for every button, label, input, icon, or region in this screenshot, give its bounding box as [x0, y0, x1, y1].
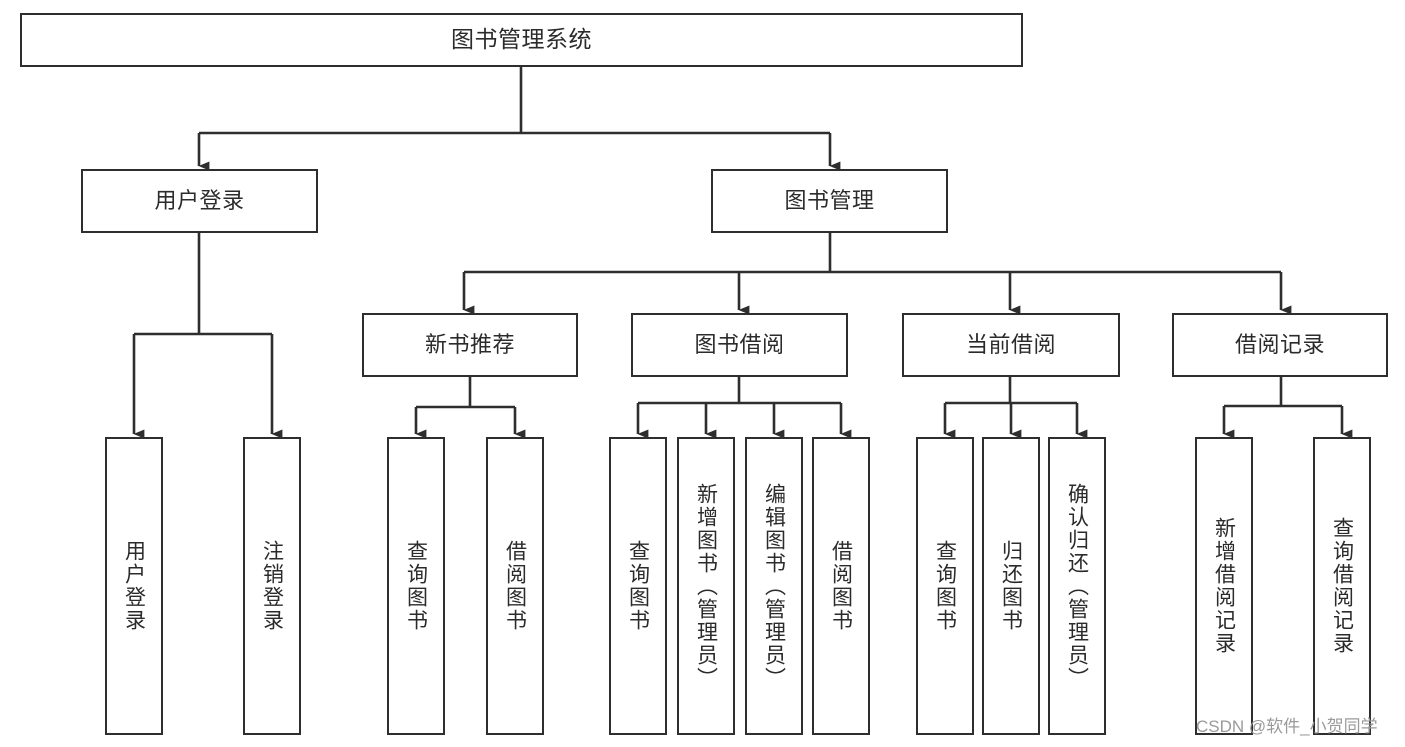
node-current-borrow[interactable]: 当前借阅: [902, 313, 1120, 377]
node-book-borrow[interactable]: 图书借阅: [631, 313, 848, 377]
node-label: 借阅图书: [829, 540, 853, 632]
node-label: 查询图书: [626, 540, 650, 632]
node-borrow-record[interactable]: 借阅记录: [1172, 313, 1388, 377]
node-logout[interactable]: 注销登录: [243, 437, 301, 735]
node-book-management[interactable]: 图书管理: [711, 169, 948, 233]
node-label: 查询借阅记录: [1330, 517, 1354, 655]
node-query-borrow-record[interactable]: 查询借阅记录: [1313, 437, 1371, 735]
node-label: 借阅记录: [1234, 332, 1325, 358]
node-borrow-book[interactable]: 借阅图书: [486, 437, 544, 735]
node-label: 当前借阅: [965, 332, 1056, 358]
connectors: [132, 67, 1353, 439]
node-query-book[interactable]: 查询图书: [609, 437, 667, 735]
node-user-login[interactable]: 用户登录: [81, 169, 318, 233]
node-label: 图书管理系统: [451, 26, 592, 53]
node-label: 图书借阅: [694, 332, 785, 358]
node-label: 图书管理: [784, 188, 875, 214]
node-label: 确认归还（管理员）: [1065, 482, 1089, 690]
node-library-management-system[interactable]: 图书管理系统: [20, 13, 1023, 67]
node-user-login[interactable]: 用户登录: [105, 437, 163, 735]
node-label: 借阅图书: [503, 540, 527, 632]
node-label: 注销登录: [260, 540, 284, 632]
csdn-watermark: CSDN @软件_小贺同学: [1196, 717, 1378, 736]
node-add-borrow-record[interactable]: 新增借阅记录: [1195, 437, 1253, 735]
node-label: 查询图书: [404, 540, 428, 632]
node-add-book-admin[interactable]: 新增图书（管理员）: [677, 437, 735, 735]
node-label: 新书推荐: [424, 332, 515, 358]
node-label: 编辑图书（管理员）: [762, 482, 786, 690]
node-edit-book-admin[interactable]: 编辑图书（管理员）: [745, 437, 803, 735]
node-label: 用户登录: [122, 540, 146, 632]
node-query-book[interactable]: 查询图书: [387, 437, 445, 735]
node-confirm-return-admin[interactable]: 确认归还（管理员）: [1048, 437, 1106, 735]
node-return-book[interactable]: 归还图书: [982, 437, 1040, 735]
node-borrow-book[interactable]: 借阅图书: [812, 437, 870, 735]
node-new-book-recommend[interactable]: 新书推荐: [362, 313, 578, 377]
node-query-book[interactable]: 查询图书: [916, 437, 974, 735]
node-label: 用户登录: [154, 188, 245, 214]
node-label: 新增图书（管理员）: [694, 482, 718, 690]
node-label: 查询图书: [933, 540, 957, 632]
node-label: 归还图书: [999, 540, 1023, 632]
node-label: 新增借阅记录: [1212, 517, 1236, 655]
